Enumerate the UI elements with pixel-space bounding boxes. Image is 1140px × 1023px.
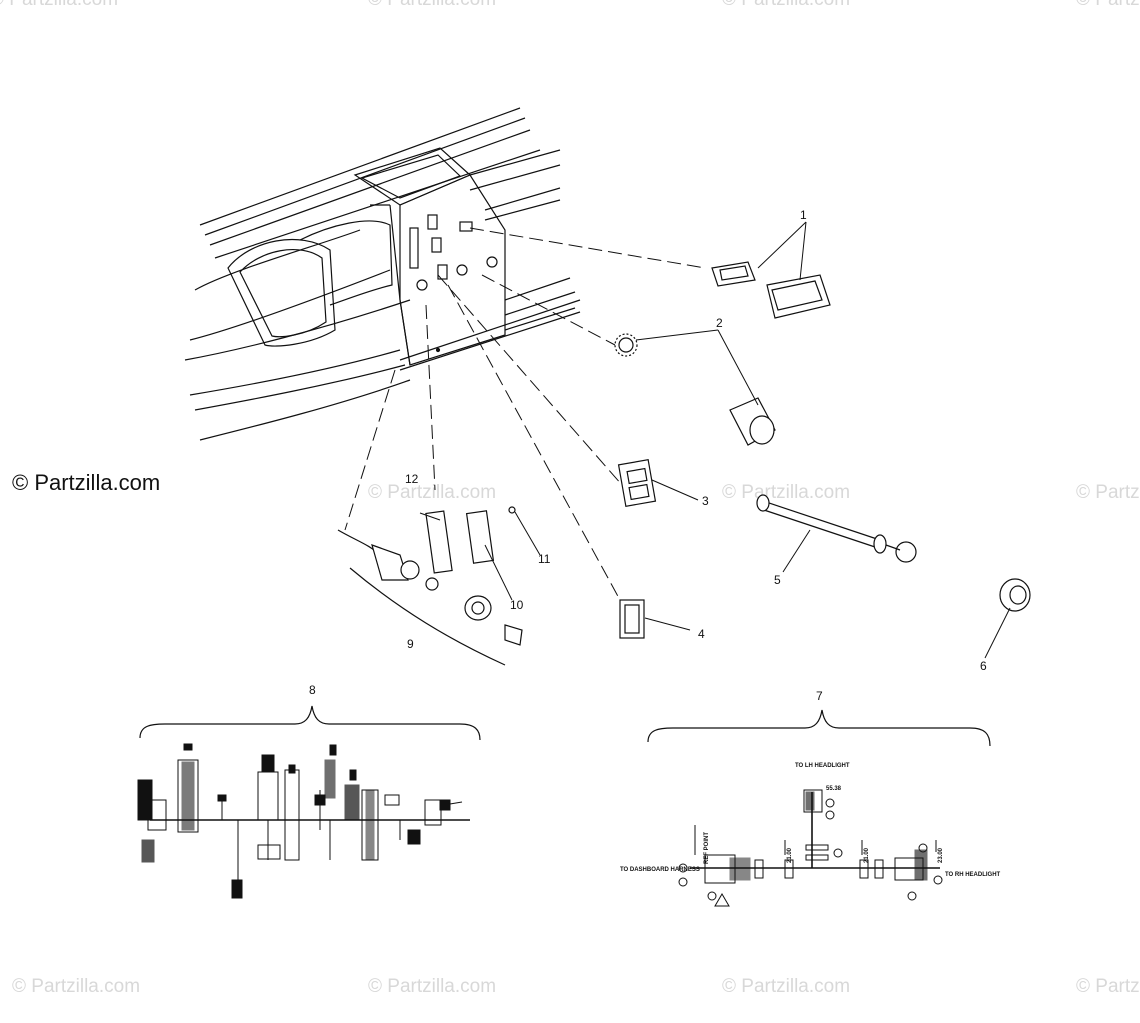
watermark: © Partzilla.com <box>1076 0 1140 10</box>
watermark: © Partzilla.com <box>368 976 496 997</box>
callout-8: 8 <box>309 683 316 697</box>
callout-2: 2 <box>716 316 723 330</box>
callout-6: 6 <box>980 659 987 673</box>
label-lh-headlight: TO LH HEADLIGHT <box>795 763 850 769</box>
part-10-12-bezels <box>425 506 516 574</box>
part-4-bezel <box>619 599 645 639</box>
label-rh-headlight: TO RH HEADLIGHT <box>945 872 1001 878</box>
callout-9: 9 <box>407 637 414 651</box>
callout-12: 12 <box>405 472 419 486</box>
part-5-cable <box>756 494 917 563</box>
harness-8-schematic <box>137 743 470 899</box>
label-ref-point: REF POINT <box>704 832 710 864</box>
watermark: © Partzilla.com <box>722 0 850 10</box>
watermark: © Partzilla.com <box>0 0 118 10</box>
callout-1: 1 <box>800 208 807 222</box>
callout-11: 11 <box>538 552 551 566</box>
part-1-switch <box>711 261 831 319</box>
watermark-layer: © Partzilla.com © Partzilla.com © Partzi… <box>0 0 1140 997</box>
callout-10: 10 <box>510 598 524 612</box>
part-6-grommet <box>999 578 1031 612</box>
part-9-ignition <box>337 529 523 666</box>
watermark: © Partzilla.com <box>368 0 496 10</box>
dimension-top: 55.38 <box>826 786 842 792</box>
watermark: © Partzilla.com <box>722 482 850 503</box>
label-dashboard-harness: TO DASHBOARD HARNESS <box>620 867 700 873</box>
harness-7-schematic <box>678 789 943 907</box>
dimension-b: 21.00 <box>864 847 870 863</box>
part-3-switch <box>617 459 657 507</box>
dashed-leaders <box>344 227 706 601</box>
watermark: © Partzilla.com <box>12 976 140 997</box>
watermark: © Partzilla.com <box>722 976 850 997</box>
watermark: © Partzilla.com <box>1076 482 1140 503</box>
harness-7-labels: TO LH HEADLIGHT TO RH HEADLIGHT TO DASHB… <box>620 763 1001 878</box>
callout-7: 7 <box>816 689 823 703</box>
callout-3: 3 <box>702 494 709 508</box>
dashboard-panel <box>184 107 581 441</box>
dimension-c: 23.00 <box>938 847 944 863</box>
harness-braces <box>139 705 991 747</box>
watermark: © Partzilla.com <box>1076 976 1140 997</box>
part-2-socket <box>614 333 776 446</box>
callout-4: 4 <box>698 627 705 641</box>
callout-5: 5 <box>774 573 781 587</box>
partzilla-watermark: © Partzilla.com <box>12 470 161 495</box>
callout-numbers: 1 2 3 4 5 6 7 8 9 10 11 12 <box>309 208 987 703</box>
watermark: © Partzilla.com <box>368 482 496 503</box>
dimension-a: 21.00 <box>787 847 793 863</box>
callout-leaders <box>419 221 1011 659</box>
